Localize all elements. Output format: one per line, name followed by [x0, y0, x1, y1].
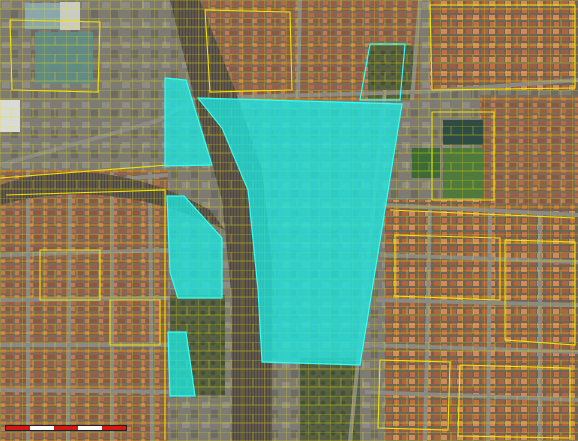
scale-bar-segment — [6, 426, 30, 430]
highlight-connector — [359, 43, 406, 101]
highlight-middle-west-strip[interactable] — [166, 195, 223, 299]
scale-bar — [5, 425, 127, 431]
scale-bar-segment — [78, 426, 102, 430]
highlight-south-west-strip[interactable] — [167, 331, 196, 397]
scale-bar-segment — [30, 426, 54, 430]
highlight-large-central-zone[interactable] — [196, 97, 403, 366]
highlight-north-west-strip[interactable] — [164, 77, 213, 167]
scale-bar-segment — [54, 426, 78, 430]
scale-bar-segment — [102, 426, 126, 430]
highlighted-zones[interactable] — [164, 43, 406, 397]
